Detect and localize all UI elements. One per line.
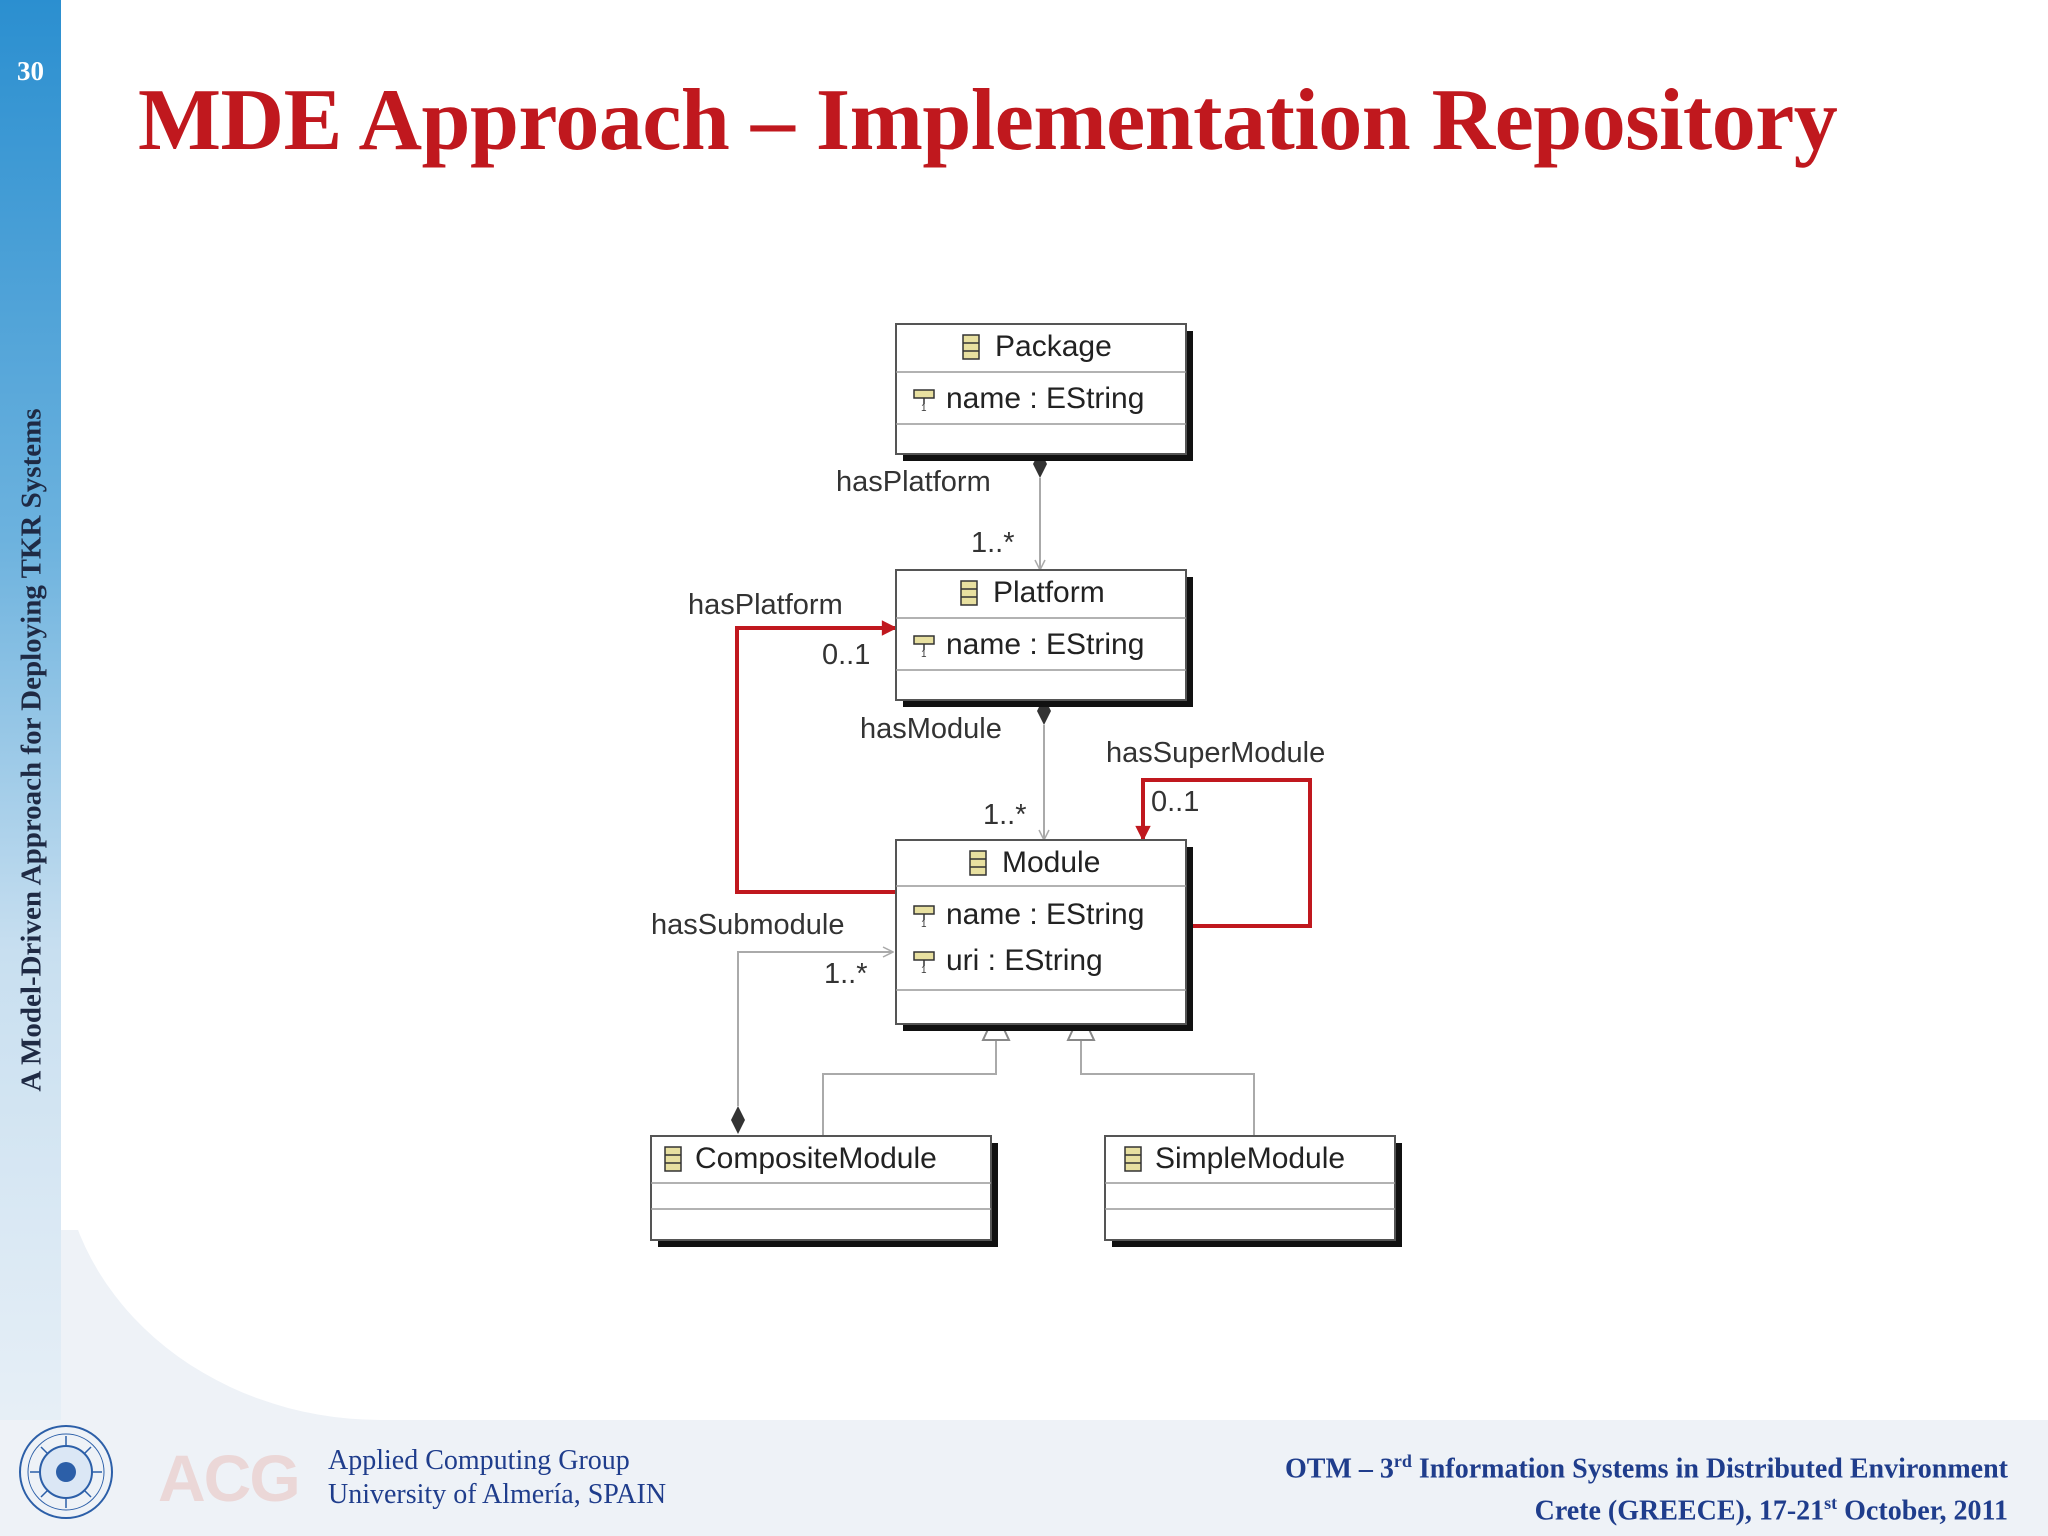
class-platform[interactable]: Platform name : EString bbox=[895, 569, 1193, 707]
attribute: name : EString bbox=[946, 382, 1144, 415]
generalization-line bbox=[1080, 1040, 1255, 1136]
acg-logo-text: ACG bbox=[158, 1441, 301, 1515]
super-module-line bbox=[1135, 778, 1312, 928]
attribute: name : EString bbox=[946, 628, 1144, 661]
class-box bbox=[1104, 1135, 1396, 1241]
attribute: name : EString bbox=[946, 898, 1144, 931]
class-box bbox=[650, 1135, 992, 1241]
university-seal-icon bbox=[19, 1425, 113, 1519]
footer-conference-line2: Crete (GREECE), 17-21st October, 2011 bbox=[1534, 1493, 2008, 1527]
class-icon bbox=[960, 580, 978, 606]
slide-title: MDE Approach – Implementation Repository bbox=[138, 72, 1838, 169]
class-name: Package bbox=[995, 330, 1112, 363]
footer-conference-line1: OTM – 3rd Information Systems in Distrib… bbox=[1285, 1451, 2008, 1485]
label-sub-mult: 1..* bbox=[824, 958, 868, 990]
class-box bbox=[895, 839, 1187, 1025]
module-platform-line bbox=[735, 620, 898, 894]
class-icon bbox=[962, 334, 980, 360]
label-has-submodule: hasSubmodule bbox=[651, 909, 844, 941]
class-name: SimpleModule bbox=[1155, 1142, 1345, 1175]
generalization-line bbox=[822, 1040, 997, 1136]
class-icon bbox=[664, 1146, 682, 1172]
class-box bbox=[895, 569, 1187, 701]
label-mod-platform-mult: 0..1 bbox=[822, 639, 870, 671]
label-has-module: hasModule bbox=[860, 713, 1002, 745]
label-module-mult: 1..* bbox=[983, 799, 1027, 831]
acg-logo: ACG bbox=[158, 1440, 301, 1516]
connectors bbox=[731, 450, 1312, 1136]
footer-org-line2: University of Almería, SPAIN bbox=[328, 1479, 667, 1510]
class-name: CompositeModule bbox=[695, 1142, 937, 1175]
label-pkg-has-platform: hasPlatform bbox=[836, 466, 991, 498]
class-composite-module[interactable]: CompositeModule bbox=[650, 1135, 998, 1247]
footer-conference: OTM – 3rd Information Systems in Distrib… bbox=[1285, 1444, 2008, 1529]
submodule-line bbox=[737, 952, 893, 1106]
side-bar bbox=[0, 0, 61, 1536]
composition-diamond-icon bbox=[731, 1106, 745, 1134]
slide-number: 30 bbox=[17, 56, 44, 86]
label-super-mult: 0..1 bbox=[1151, 786, 1199, 818]
class-icon bbox=[969, 850, 987, 876]
label-pkg-mult: 1..* bbox=[971, 527, 1015, 559]
footer-organization: Applied Computing Group University of Al… bbox=[328, 1444, 666, 1512]
label-has-super-module: hasSuperModule bbox=[1106, 737, 1325, 769]
label-mod-has-platform: hasPlatform bbox=[688, 589, 843, 621]
footer-org-line1: Applied Computing Group bbox=[328, 1445, 630, 1476]
class-box bbox=[895, 323, 1187, 455]
association-labels: hasPlatform 1..* hasPlatform 0..1 hasMod… bbox=[651, 466, 1325, 990]
attribute: uri : EString bbox=[946, 944, 1103, 977]
footer-band bbox=[0, 1420, 2048, 1536]
class-simple-module[interactable]: SimpleModule bbox=[1104, 1135, 1402, 1247]
class-icon bbox=[1124, 1146, 1142, 1172]
class-package[interactable]: Package name : EString bbox=[895, 323, 1193, 461]
class-name: Module bbox=[1002, 846, 1100, 879]
class-module[interactable]: Module name : EString uri : EString bbox=[895, 839, 1193, 1031]
class-name: Platform bbox=[993, 576, 1105, 609]
